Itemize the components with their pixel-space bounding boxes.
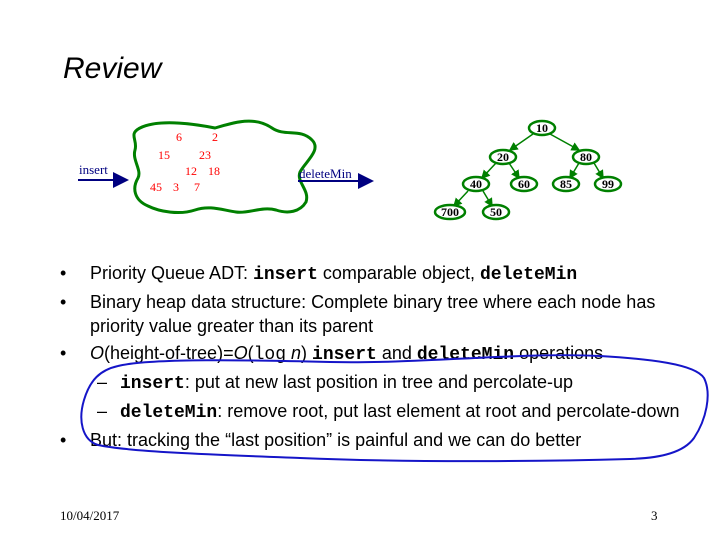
blob-number: 2 xyxy=(212,130,218,144)
bullet-text: But: tracking the “last position” is pai… xyxy=(90,430,582,450)
tree-edge xyxy=(593,162,604,180)
bullet-last-position: But: tracking the “last position” is pai… xyxy=(60,428,680,452)
svg-text:10: 10 xyxy=(536,121,548,135)
bullet-text: operations xyxy=(514,343,604,363)
tree-node: 50 xyxy=(481,203,511,221)
tree-node: 40 xyxy=(461,175,491,193)
blob-number: 18 xyxy=(208,164,220,178)
svg-text:60: 60 xyxy=(518,177,530,191)
insert-label: insert xyxy=(79,162,108,177)
tree-node: 700 xyxy=(433,203,467,221)
code-insert: insert xyxy=(312,345,377,365)
code-insert: insert xyxy=(253,265,318,285)
slide-title: Review xyxy=(63,52,162,85)
tree-node: 85 xyxy=(551,175,581,193)
blob-number: 3 xyxy=(173,180,179,194)
page-number: 3 xyxy=(651,508,658,523)
tree-node: 20 xyxy=(488,148,518,166)
bullet-text: comparable object, xyxy=(317,263,480,283)
bullet-priority-queue-adt: Priority Queue ADT: insert comparable ob… xyxy=(60,261,680,287)
big-o: O xyxy=(233,343,248,363)
bullet-text: : put at new last position in tree and p… xyxy=(184,372,574,392)
blob-number: 12 xyxy=(185,164,197,178)
variable-n: n xyxy=(286,343,302,363)
bullet-text: Binary heap data structure: Complete bin… xyxy=(90,292,656,336)
svg-text:99: 99 xyxy=(602,177,614,191)
tree-edge xyxy=(482,190,493,208)
blob-number: 15 xyxy=(158,148,170,162)
tree-edge xyxy=(549,133,581,151)
tree-edge xyxy=(508,162,520,180)
tree-edge xyxy=(508,133,534,151)
bullet-text: Priority Queue ADT: xyxy=(90,263,254,283)
subbullet-deletemin: deleteMin: remove root, put last element… xyxy=(60,399,680,425)
tree-edge xyxy=(569,162,580,180)
bullet-text: ( xyxy=(247,343,254,363)
priority-queue-diagram: 6 2 15 23 12 18 45 3 7 insert deleteMin xyxy=(78,119,623,221)
tree-node: 60 xyxy=(509,175,539,193)
svg-text:80: 80 xyxy=(580,150,592,164)
code-deletemin: deleteMin xyxy=(120,403,218,423)
code-deletemin: deleteMin xyxy=(416,345,515,365)
subbullet-insert: insert: put at new last position in tree… xyxy=(60,370,680,396)
bullet-complexity: O(height-of-tree)=O(log n) insert and de… xyxy=(60,341,680,367)
svg-text:40: 40 xyxy=(470,177,482,191)
big-o: O xyxy=(90,343,105,363)
bullet-list: Priority Queue ADT: insert comparable ob… xyxy=(60,261,680,455)
priority-queue-blob xyxy=(132,119,317,215)
blob-number: 45 xyxy=(150,180,162,194)
tree-node: 99 xyxy=(593,175,623,193)
bullet-text: : remove root, put last element at root … xyxy=(217,401,680,421)
svg-text:50: 50 xyxy=(490,205,502,219)
tree-node: 80 xyxy=(571,148,601,166)
code-log: log xyxy=(253,345,286,365)
tree-node: 10 xyxy=(527,119,557,137)
tree-edge xyxy=(480,162,497,180)
footer-date: 10/04/2017 xyxy=(60,508,120,523)
deletemin-label: deleteMin xyxy=(299,166,352,181)
bullet-binary-heap: Binary heap data structure: Complete bin… xyxy=(60,290,680,338)
blob-number: 6 xyxy=(176,130,182,144)
svg-text:700: 700 xyxy=(441,205,459,219)
blob-number: 23 xyxy=(199,148,211,162)
code-deletemin: deleteMin xyxy=(479,265,578,285)
bullet-text: ) xyxy=(301,343,313,363)
bullet-text: and xyxy=(376,343,417,363)
blob-number: 7 xyxy=(194,180,200,194)
tree-edge xyxy=(452,190,469,208)
code-insert: insert xyxy=(120,374,185,394)
svg-text:85: 85 xyxy=(560,177,572,191)
bullet-text: (height-of-tree)= xyxy=(104,343,234,363)
svg-text:20: 20 xyxy=(497,150,509,164)
